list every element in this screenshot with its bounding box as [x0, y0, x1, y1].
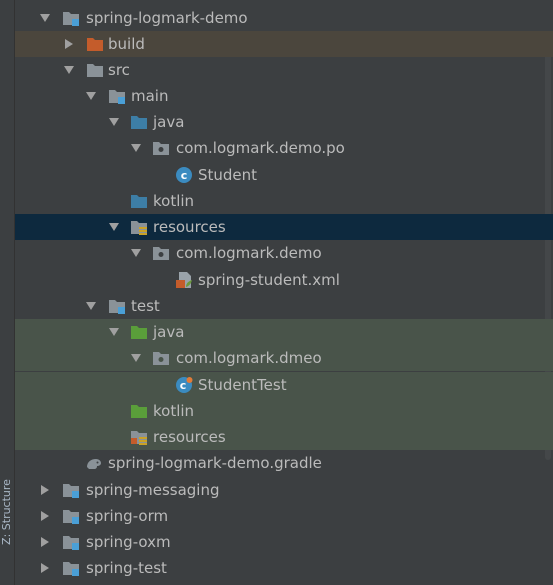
module-folder-icon — [62, 559, 80, 577]
tree-item-label: spring-logmark-demo.gradle — [108, 454, 322, 472]
tree-item-label: spring-orm — [86, 507, 169, 525]
chevron-down-icon[interactable] — [108, 116, 120, 128]
tree-scrollbar[interactable] — [545, 40, 551, 460]
chevron-right-icon[interactable] — [63, 38, 75, 50]
tree-item-gradle-file[interactable]: spring-logmark-demo.gradle — [15, 450, 553, 476]
test-root-folder-icon — [130, 402, 148, 420]
tree-item-label: StudentTest — [198, 376, 287, 394]
java-test-class-icon: c — [175, 376, 193, 394]
tree-item-label: spring-student.xml — [198, 271, 340, 289]
tree-item-label: spring-messaging — [86, 481, 220, 499]
tree-item-spring-orm[interactable]: spring-orm — [15, 503, 553, 529]
tree-item-spring-logmark-demo[interactable]: spring-logmark-demo — [15, 5, 553, 31]
tree-item-label: java — [153, 113, 185, 131]
svg-text:c: c — [180, 379, 187, 392]
module-folder-icon — [108, 297, 126, 315]
package-icon — [152, 244, 170, 262]
tree-item-label: resources — [153, 218, 226, 236]
chevron-down-icon[interactable] — [63, 64, 75, 76]
tree-item-package-demo[interactable]: com.logmark.demo — [15, 240, 553, 266]
tree-item-spring-student-xml[interactable]: spring-student.xml — [15, 267, 553, 293]
tree-item-label: main — [131, 87, 169, 105]
tree-item-java-main[interactable]: java — [15, 109, 553, 135]
chevron-right-icon[interactable] — [39, 536, 51, 548]
chevron-down-icon[interactable] — [85, 300, 97, 312]
tree-item-main[interactable]: main — [15, 83, 553, 109]
test-resources-folder-icon — [130, 428, 148, 446]
source-root-folder-icon — [130, 192, 148, 210]
chevron-down-icon[interactable] — [108, 326, 120, 338]
module-folder-icon — [62, 533, 80, 551]
tree-item-spring-oxm[interactable]: spring-oxm — [15, 529, 553, 555]
tree-item-label: spring-test — [86, 559, 167, 577]
tree-item-resources-test[interactable]: resources — [15, 424, 553, 450]
left-tool-strip: Z: Structure — [0, 0, 15, 585]
java-class-icon: c — [175, 166, 193, 184]
package-icon — [152, 349, 170, 367]
tree-item-kotlin-main[interactable]: kotlin — [15, 188, 553, 214]
chevron-down-icon[interactable] — [130, 352, 142, 364]
tree-item-label: kotlin — [153, 192, 195, 210]
chevron-down-icon[interactable] — [85, 90, 97, 102]
tree-item-label: com.logmark.dmeo — [176, 349, 322, 367]
tree-item-spring-messaging[interactable]: spring-messaging — [15, 477, 553, 503]
tree-item-label: kotlin — [153, 402, 195, 420]
module-folder-icon — [62, 481, 80, 499]
tree-item-java-test[interactable]: java — [15, 319, 553, 345]
tree-item-resources-main[interactable]: resources — [15, 214, 553, 240]
tree-item-label: spring-oxm — [86, 533, 171, 551]
module-folder-icon — [62, 9, 80, 27]
package-icon — [152, 139, 170, 157]
gradle-icon — [85, 454, 103, 472]
tree-item-spring-test[interactable]: spring-test — [15, 555, 553, 581]
resources-folder-icon — [130, 218, 148, 236]
tree-item-kotlin-test[interactable]: kotlin — [15, 398, 553, 424]
chevron-right-icon[interactable] — [39, 484, 51, 496]
module-folder-icon — [108, 87, 126, 105]
test-root-folder-icon — [130, 323, 148, 341]
tree-item-src[interactable]: src — [15, 57, 553, 83]
tree-item-label: spring-logmark-demo — [86, 9, 248, 27]
tree-item-student-test[interactable]: c StudentTest — [15, 372, 553, 398]
tree-item-label: build — [108, 35, 145, 53]
tree-item-label: resources — [153, 428, 226, 446]
tree-item-package-dmeo[interactable]: com.logmark.dmeo — [15, 345, 553, 371]
chevron-right-icon[interactable] — [39, 510, 51, 522]
chevron-right-icon[interactable] — [39, 562, 51, 574]
chevron-down-icon[interactable] — [39, 12, 51, 24]
source-root-folder-icon — [130, 113, 148, 131]
chevron-down-icon[interactable] — [130, 247, 142, 259]
excluded-folder-icon — [86, 35, 104, 53]
tree-item-build[interactable]: build — [15, 31, 553, 57]
tree-item-package-po[interactable]: com.logmark.demo.po — [15, 135, 553, 161]
tree-item-test[interactable]: test — [15, 293, 553, 319]
module-folder-icon — [62, 507, 80, 525]
tree-item-label: test — [131, 297, 160, 315]
tree-item-label: Student — [198, 166, 258, 184]
tree-item-label: src — [108, 61, 130, 79]
spring-xml-icon — [175, 271, 193, 289]
chevron-down-icon[interactable] — [108, 221, 120, 233]
tree-item-student[interactable]: c Student — [15, 162, 553, 188]
project-tree: spring-logmark-demo build src main java … — [15, 0, 553, 585]
chevron-down-icon[interactable] — [130, 142, 142, 154]
tree-item-label: com.logmark.demo — [176, 244, 322, 262]
tree-item-label: java — [153, 323, 185, 341]
folder-icon — [86, 61, 104, 79]
tree-item-label: com.logmark.demo.po — [176, 139, 345, 157]
svg-text:c: c — [181, 169, 188, 182]
structure-tab[interactable]: Z: Structure — [0, 479, 13, 545]
